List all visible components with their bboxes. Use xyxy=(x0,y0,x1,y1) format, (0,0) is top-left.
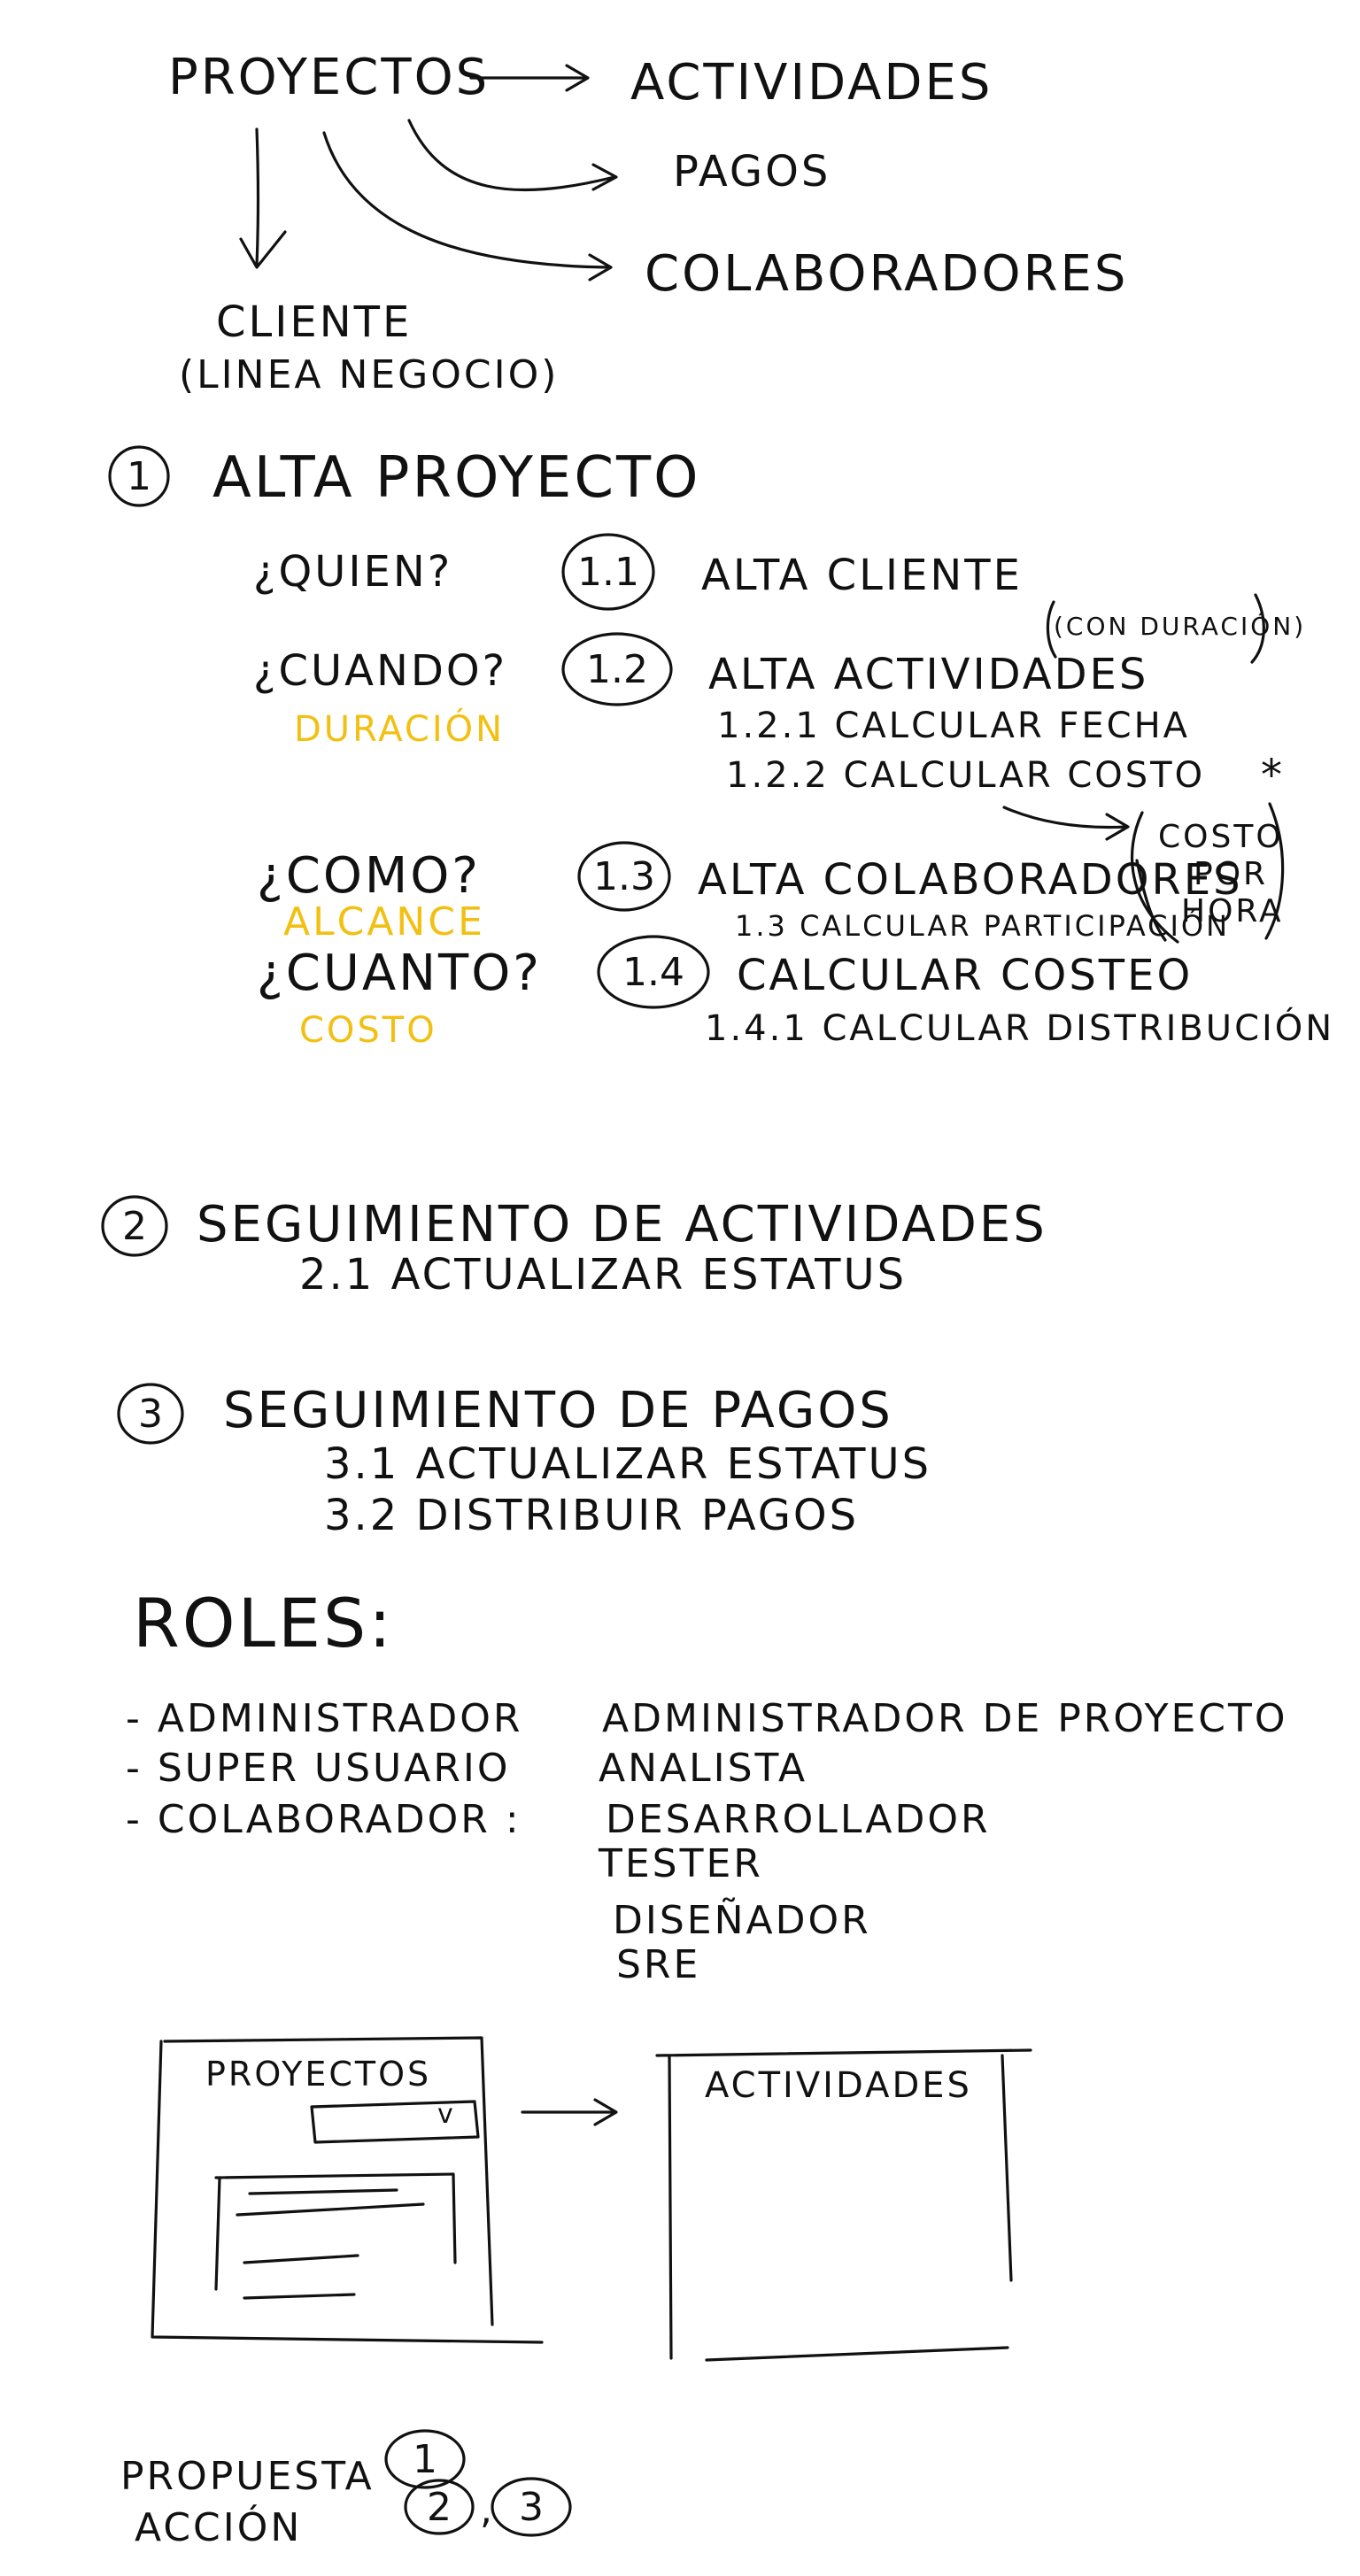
proposal-number-1: 1 xyxy=(413,2436,437,2482)
wireframe-dropdown-mark: v xyxy=(437,2099,456,2130)
subrole-analista: ANALISTA xyxy=(599,1746,808,1791)
circle-step-1-4 xyxy=(597,935,710,1009)
wireframe-list-line-1 xyxy=(248,2188,398,2195)
subrole-administrador-proyecto: ADMINISTRADOR DE PROYECTO xyxy=(602,1696,1288,1741)
alcance-note: ALCANCE xyxy=(283,899,485,945)
con-duracion-paren-right xyxy=(1250,593,1265,664)
costo-por-hora-line-1: COSTO xyxy=(1158,819,1284,855)
proposal-number-3: 3 xyxy=(519,2484,544,2530)
con-duracion-paren-left xyxy=(1046,600,1057,659)
como-question: ¿COMO? xyxy=(257,847,482,905)
arrow-to-costo-por-hora xyxy=(1002,806,1130,841)
wireframe-actividades-title: ACTIVIDADES xyxy=(705,2065,972,2106)
wireframe-proyectos-title: PROYECTOS xyxy=(205,2055,432,2094)
cuanto-question: ¿CUANTO? xyxy=(257,945,543,1002)
step-1-1-number: 1.1 xyxy=(577,549,639,595)
arrow-to-cliente xyxy=(239,127,287,269)
section-2-number: 2 xyxy=(122,1203,147,1249)
subrole-sre: SRE xyxy=(616,1942,701,1987)
alta-proyecto-title: ALTA PROYECTO xyxy=(212,445,701,511)
calcular-costeo-label: CALCULAR COSTEO xyxy=(737,951,1194,1000)
alta-actividades-label: ALTA ACTIVIDADES xyxy=(708,650,1149,699)
circle-step-1-3 xyxy=(577,841,671,912)
step-3-1-label: 3.1 ACTUALIZAR ESTATUS xyxy=(324,1439,932,1489)
proposal-number-2: 2 xyxy=(427,2484,452,2530)
propuesta-label: PROPUESTA xyxy=(120,2454,375,2499)
accion-label: ACCIÓN xyxy=(135,2505,303,2550)
roles-title: ROLES: xyxy=(133,1584,394,1662)
actividades-label: ACTIVIDADES xyxy=(630,54,993,112)
asterisk-mark: * xyxy=(1261,751,1285,800)
costo-bracket-left xyxy=(1130,811,1179,944)
costo-note: COSTO xyxy=(299,1010,437,1051)
step-2-1-label: 2.1 ACTUALIZAR ESTATUS xyxy=(299,1250,908,1300)
role-colaborador: - COLABORADOR : xyxy=(126,1797,522,1842)
quien-question: ¿QUIEN? xyxy=(253,547,453,597)
circle-step-1-2 xyxy=(561,632,673,706)
costo-por-hora-line-2: POR xyxy=(1194,856,1269,892)
circle-section-3 xyxy=(117,1383,184,1445)
participacion-bracket xyxy=(1135,859,1167,942)
wireframe-proyectos-frame xyxy=(151,2036,544,2344)
alta-cliente-label: ALTA CLIENTE xyxy=(701,551,1023,600)
arrow-to-actividades xyxy=(469,64,590,92)
proyectos-label: PROYECTOS xyxy=(168,49,491,106)
step-1-4-number: 1.4 xyxy=(622,949,684,995)
step-1-3-number: 1.3 xyxy=(593,853,655,899)
linea-negocio-label: (LINEA NEGOCIO) xyxy=(179,352,560,397)
section-3-number: 3 xyxy=(138,1391,163,1437)
costo-por-hora-line-3: HORA xyxy=(1181,893,1284,929)
step-1-4-1-label: 1.4.1 CALCULAR DISTRIBUCIÓN xyxy=(705,1008,1335,1049)
subrole-disenador: DISEÑADOR xyxy=(613,1898,871,1943)
seguimiento-actividades-title: SEGUIMIENTO DE ACTIVIDADES xyxy=(197,1196,1047,1253)
pagos-label: PAGOS xyxy=(673,147,831,197)
circle-proposal-1 xyxy=(384,2429,466,2489)
alta-colaboradores-label: ALTA COLABORADORES xyxy=(698,855,1243,905)
cliente-label: CLIENTE xyxy=(216,297,413,347)
circle-proposal-2 xyxy=(404,2479,475,2535)
wireframe-list-line-3 xyxy=(243,2254,359,2264)
circle-step-1-1 xyxy=(561,533,655,611)
circle-section-1 xyxy=(108,445,170,507)
seguimiento-pagos-title: SEGUIMIENTO DE PAGOS xyxy=(223,1382,893,1439)
arrow-to-colaboradores xyxy=(322,131,613,282)
step-3-2-label: 3.2 DISTRIBUIR PAGOS xyxy=(324,1491,860,1540)
role-administrador: - ADMINISTRADOR xyxy=(126,1696,523,1741)
section-1-number: 1 xyxy=(127,453,151,499)
subrole-desarrollador: DESARROLLADOR xyxy=(606,1797,991,1842)
wireframe-dropdown xyxy=(310,2100,480,2144)
wireframe-list-line-2 xyxy=(236,2202,425,2217)
proposal-separator: , xyxy=(480,2487,495,2533)
cuando-question: ¿CUANDO? xyxy=(253,646,508,696)
step-1-2-2-label: 1.2.2 CALCULAR COSTO xyxy=(726,755,1206,796)
wireframe-actividades-frame xyxy=(655,2048,1032,2362)
costo-bracket-right xyxy=(1264,802,1285,940)
circle-section-2 xyxy=(101,1195,168,1257)
subrole-tester: TESTER xyxy=(599,1841,763,1886)
wireframe-list-line-4 xyxy=(243,2293,356,2300)
circle-proposal-3 xyxy=(491,2477,572,2537)
arrow-to-pagos xyxy=(407,119,618,192)
colaboradores-label: COLABORADORES xyxy=(645,245,1129,303)
wireframe-arrow xyxy=(521,2098,618,2126)
step-1-3-sub-label: 1.3 CALCULAR PARTICIPACIÓN xyxy=(735,909,1231,943)
step-1-2-1-label: 1.2.1 CALCULAR FECHA xyxy=(717,706,1191,746)
step-1-2-number: 1.2 xyxy=(586,646,648,692)
role-super-usuario: - SUPER USUARIO xyxy=(126,1746,511,1791)
duracion-note: DURACIÓN xyxy=(294,709,506,750)
wireframe-list-frame xyxy=(214,2172,457,2291)
